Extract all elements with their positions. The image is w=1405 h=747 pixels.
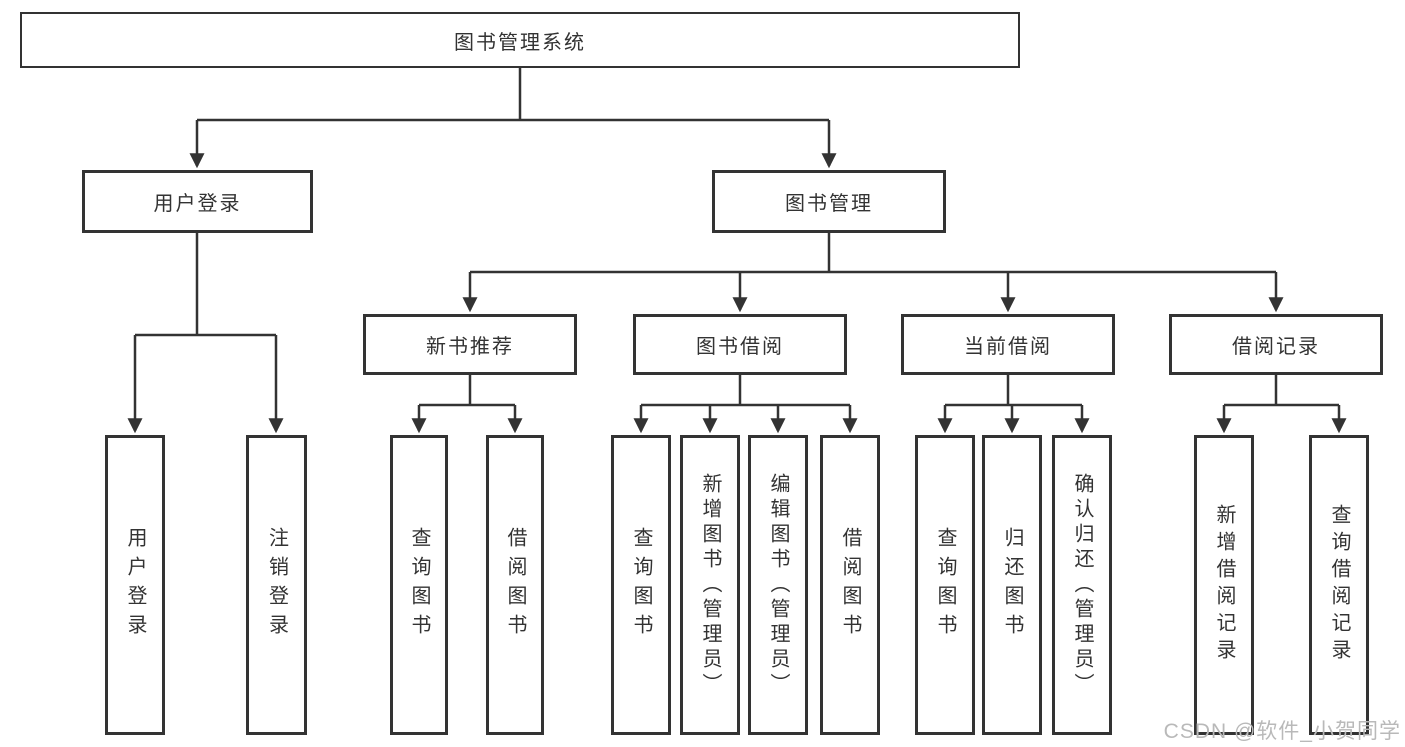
leaf-current-query-books: 查询图书 [915,435,975,735]
leaf-borrow-borrow-books: 借阅图书 [820,435,880,735]
node-book-management: 图书管理 [712,170,946,233]
node-book-borrow: 图书借阅 [633,314,847,375]
node-system-root: 图书管理系统 [20,12,1020,68]
leaf-logout: 注销登录 [246,435,307,735]
leaf-borrow-edit-books-admin: 编辑图书（管理员） [748,435,808,735]
node-user-login: 用户登录 [82,170,313,233]
leaf-record-add-borrow-record: 新增借阅记录 [1194,435,1254,735]
node-current-borrow: 当前借阅 [901,314,1115,375]
leaf-record-query-borrow-record: 查询借阅记录 [1309,435,1369,735]
leaf-current-confirm-return-admin: 确认归还（管理员） [1052,435,1112,735]
leaf-recommend-query-books: 查询图书 [390,435,448,735]
leaf-current-return-books: 归还图书 [982,435,1042,735]
leaf-user-login: 用户登录 [105,435,165,735]
leaf-borrow-add-books-admin: 新增图书（管理员） [680,435,740,735]
leaf-recommend-borrow-books: 借阅图书 [486,435,544,735]
node-new-book-recommend: 新书推荐 [363,314,577,375]
leaf-borrow-query-books: 查询图书 [611,435,671,735]
csdn-watermark: CSDN @软件_小贺同学 [1163,720,1401,743]
node-borrow-record: 借阅记录 [1169,314,1383,375]
